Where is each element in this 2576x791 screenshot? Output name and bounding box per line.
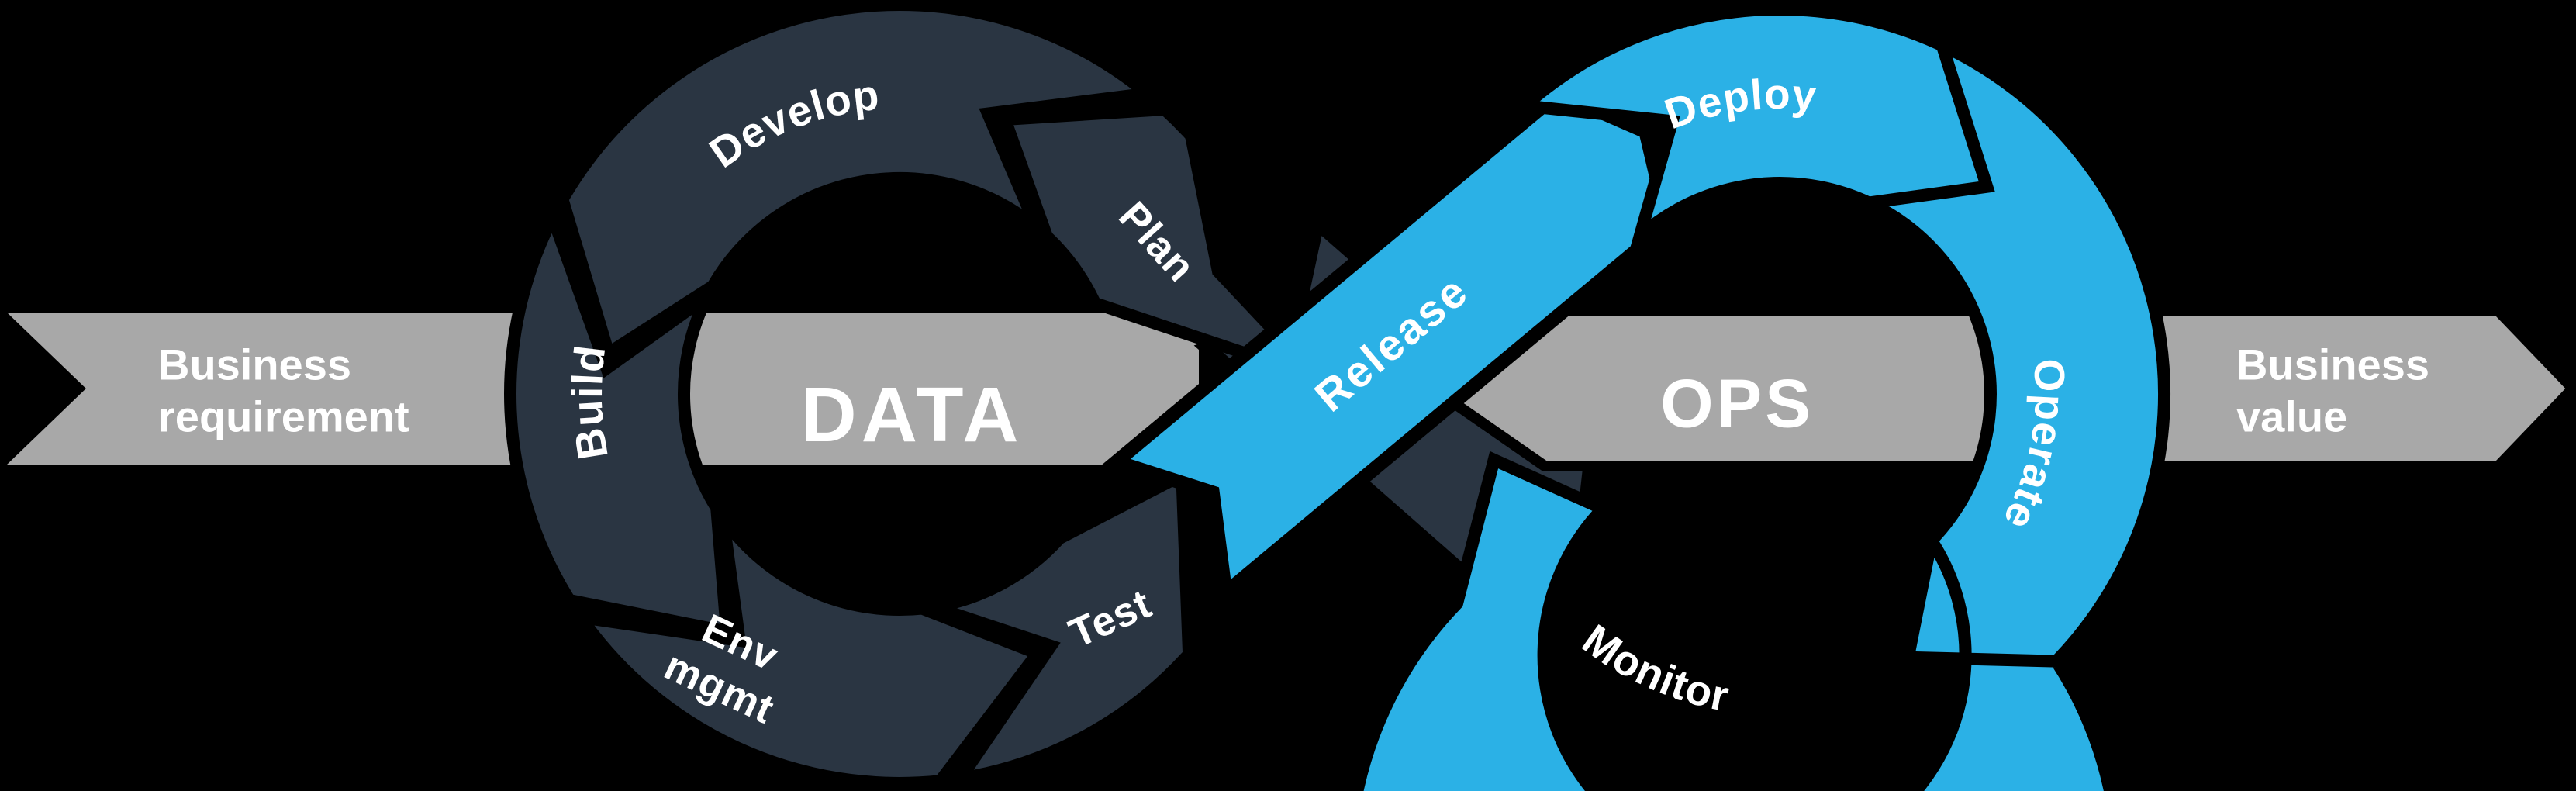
business-value-label-line2: value bbox=[2236, 392, 2347, 441]
business-requirement-label-line1: Business bbox=[158, 340, 351, 389]
ops-center-label: OPS bbox=[1660, 365, 1814, 442]
build-label: Build bbox=[563, 342, 616, 462]
develop-segment bbox=[555, 0, 1162, 363]
monitor-label: Monitor bbox=[1574, 615, 1733, 720]
business-value-label-line1: Business bbox=[2236, 340, 2429, 389]
operate-segment bbox=[1847, 33, 2171, 682]
data-center-label: DATA bbox=[801, 371, 1024, 458]
svg-text:Build: Build bbox=[563, 342, 617, 462]
business-requirement-label-line2: requirement bbox=[158, 392, 409, 441]
monitor-segment bbox=[1351, 451, 2117, 791]
svg-text:Monitor: Monitor bbox=[1574, 615, 1734, 720]
test-segment bbox=[931, 465, 1196, 787]
env-mgmt-segment bbox=[567, 513, 1048, 789]
plan-segment bbox=[996, 102, 1323, 384]
build-segment bbox=[504, 201, 734, 640]
